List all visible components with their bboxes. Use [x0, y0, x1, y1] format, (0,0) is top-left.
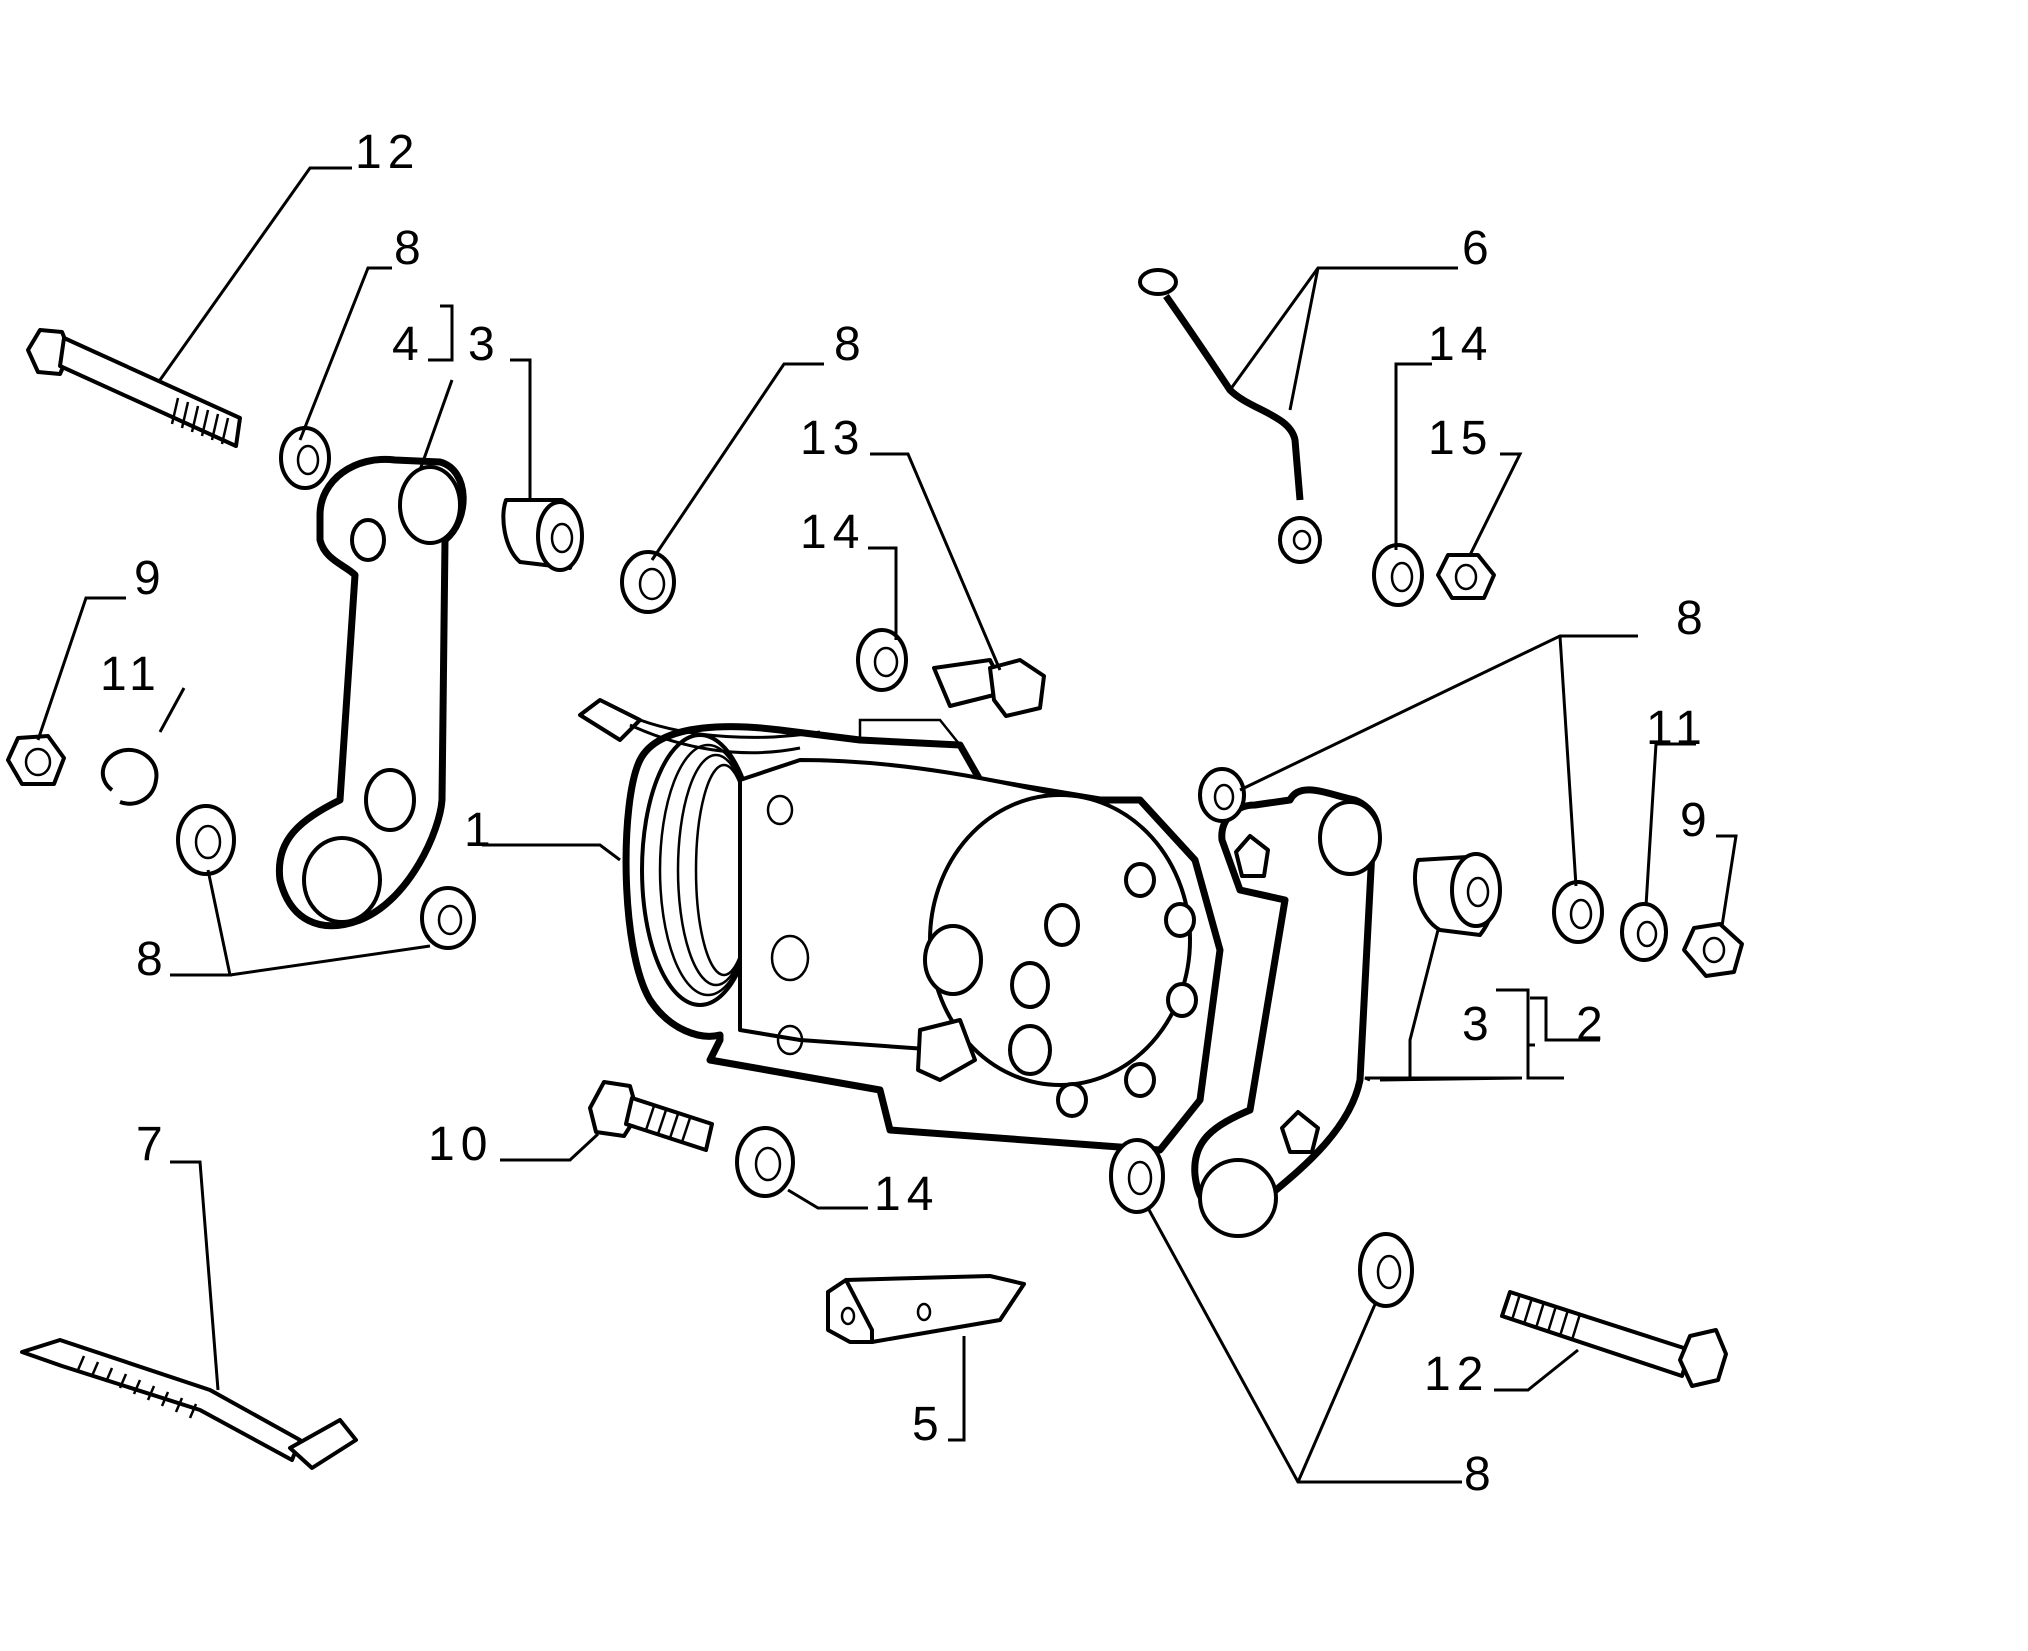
ground-cable-6	[1138, 268, 1322, 564]
callout-8-bottom: 8	[1464, 1448, 1497, 1501]
nut-9-left	[6, 734, 66, 786]
washer-8-right-top	[1198, 767, 1246, 823]
bolt-12-top	[26, 328, 242, 448]
callout-12-top: 12	[355, 126, 420, 179]
compressor-connector	[578, 698, 821, 755]
callout-11-right: 11	[1646, 702, 1708, 755]
callout-8-c: 8	[1676, 592, 1709, 645]
callout-8-b: 8	[834, 318, 867, 371]
callout-8-left-bottom: 8	[136, 933, 169, 986]
callout-15: 15	[1428, 412, 1493, 465]
callout-14-a: 14	[1428, 318, 1493, 371]
nut-9-right	[1682, 922, 1744, 978]
callout-6: 6	[1462, 222, 1495, 275]
nut-15	[1436, 553, 1496, 600]
callout-1: 1	[464, 804, 497, 857]
washer-8-a	[279, 426, 331, 490]
washer-8-left-b	[420, 886, 476, 950]
bolt-12-bottom	[1500, 1290, 1728, 1388]
bushing-3-left	[501, 498, 584, 572]
lock-washer-11-left	[101, 748, 159, 806]
callout-4: 4	[392, 318, 425, 371]
callout-5: 5	[912, 1398, 945, 1451]
callout-3-b: 3	[1462, 998, 1495, 1051]
washer-8-bottom-a	[1109, 1138, 1165, 1214]
washer-14-c	[735, 1126, 795, 1198]
bolt-10	[588, 1080, 714, 1152]
compressor-1	[622, 718, 1224, 1154]
callout-2: 2	[1576, 998, 1609, 1051]
cable-tie-7	[20, 1338, 358, 1470]
callout-3-a: 3	[468, 318, 501, 371]
washer-14-a	[856, 628, 908, 692]
plate-5	[826, 1274, 1026, 1344]
callout-13: 13	[800, 412, 865, 465]
washer-8-bottom-b	[1358, 1232, 1414, 1308]
lock-washer-11-right	[1620, 902, 1668, 962]
bushing-3-right	[1413, 852, 1502, 937]
callout-8-a: 8	[394, 222, 427, 275]
bracket-4-left	[275, 455, 467, 930]
callout-14-b: 14	[800, 506, 865, 559]
callout-11-left: 11	[100, 648, 162, 701]
callout-10: 10	[428, 1118, 493, 1171]
washer-8-left-a	[176, 804, 236, 876]
washer-14-b	[1372, 543, 1424, 607]
callout-9-left: 9	[134, 552, 167, 605]
bolt-13	[932, 658, 1046, 718]
callout-7: 7	[136, 1118, 169, 1171]
bracket-2-right	[1191, 786, 1382, 1238]
washer-8-right	[1552, 880, 1604, 944]
callout-9-right: 9	[1680, 794, 1713, 847]
bushing-8-b	[620, 550, 676, 614]
callout-12-bottom: 12	[1424, 1348, 1489, 1401]
leader-lines	[36, 166, 1738, 1484]
callout-14-c: 14	[874, 1168, 939, 1221]
